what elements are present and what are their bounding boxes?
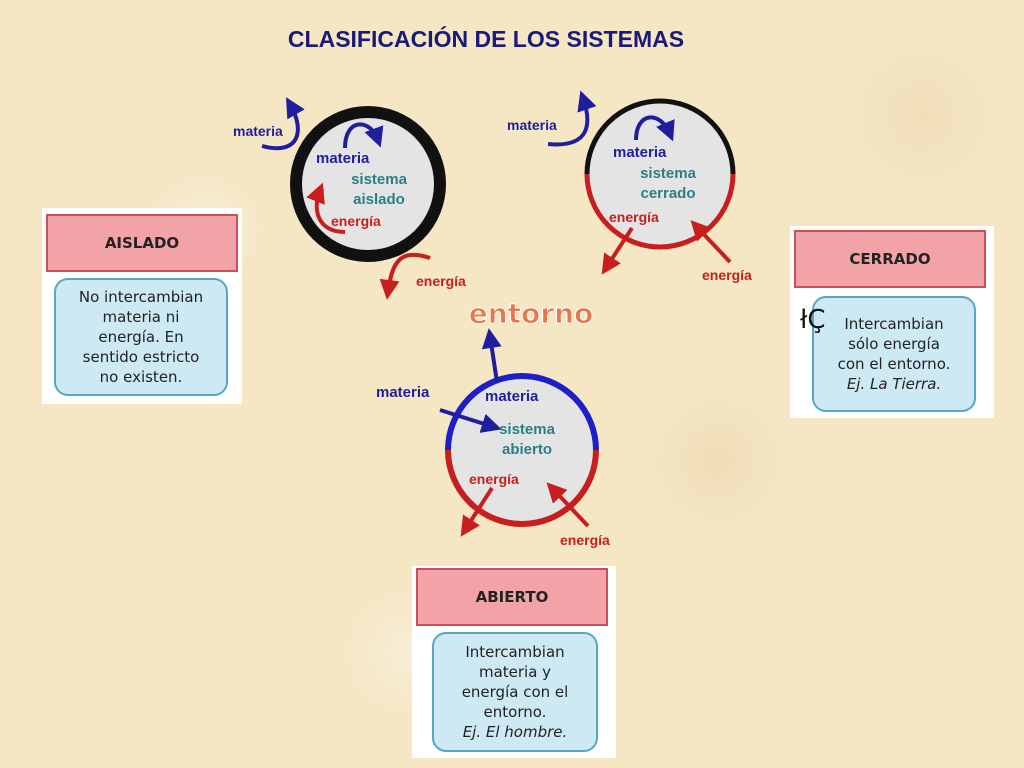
abierto-sistema-label: sistema xyxy=(499,421,556,438)
cerrado-boundary-bottom xyxy=(584,173,736,250)
aislado-materia-inner-arrow xyxy=(343,122,384,149)
card-aislado-line: No intercambian xyxy=(78,288,204,306)
abierto-materia-in-arrow xyxy=(439,408,502,433)
card-abierto-line: entorno. xyxy=(483,703,547,721)
aislado-energia-inner-arrow xyxy=(306,182,346,234)
card-aislado-line: sentido estricto xyxy=(82,348,200,366)
aislado-materia-outer-arrow xyxy=(261,97,305,150)
page-title: CLASIFICACIÓN DE LOS SISTEMAS xyxy=(287,26,685,52)
cerrado-boundary-top xyxy=(584,98,736,175)
cerrado-energia-out-label: energía xyxy=(609,209,659,225)
cerrado-materia-in-label: materia xyxy=(613,144,667,161)
abierto-energia-out-label: energía xyxy=(469,471,519,487)
card-abierto-example: Ej. El hombre. xyxy=(462,723,568,741)
abierto-materia-in-label: materia xyxy=(376,384,430,401)
cerrado-sistema-label: sistema xyxy=(640,165,697,182)
card-abierto-heading: ABIERTO xyxy=(416,568,608,626)
card-abierto-line: energía con el xyxy=(461,683,569,701)
aislado-energia-in-label: energía xyxy=(331,213,381,229)
system-cerrado: materia materia sistema cerrado energía … xyxy=(507,90,752,283)
abierto-materia-out-label: materia xyxy=(485,388,539,405)
cerrado-materia-inner-arrow xyxy=(634,115,675,142)
cerrado-materia-outer-arrow xyxy=(547,90,597,147)
card-abierto-line: materia y xyxy=(478,663,552,681)
abierto-boundary-bottom xyxy=(445,449,599,527)
card-aislado-line: energía. En xyxy=(98,328,184,346)
card-abierto-body: Intercambian materia y energía con el en… xyxy=(432,632,598,752)
card-abierto-line: Intercambian xyxy=(465,643,565,661)
abierto-boundary-top xyxy=(445,373,599,451)
card-aislado-line: no existen. xyxy=(99,368,183,386)
aislado-boundary xyxy=(290,106,446,262)
cerrado-energia-out-arrow xyxy=(601,226,634,275)
entorno-label: entorno xyxy=(469,297,594,330)
card-abierto: ABIERTO Intercambian materia y energía c… xyxy=(412,566,616,758)
stray-text: łÇ xyxy=(800,305,826,335)
aislado-energia-out-label: energía xyxy=(416,273,466,289)
card-cerrado-heading: CERRADO xyxy=(794,230,986,288)
aislado-energia-outer-arrow xyxy=(379,252,431,300)
card-cerrado-line: con el entorno. xyxy=(837,355,951,373)
cerrado-energia-in-label: energía xyxy=(702,267,752,283)
card-aislado: AISLADO No intercambian materia ni energ… xyxy=(42,208,242,404)
card-cerrado: CERRADO Intercambian sólo energía con el… xyxy=(790,226,994,418)
aislado-materia-in-label: materia xyxy=(316,150,370,167)
card-cerrado-line: Intercambian xyxy=(844,315,944,333)
abierto-energia-in-label: energía xyxy=(560,532,610,548)
system-aislado: materia materia sistema aislado energía … xyxy=(233,97,466,300)
card-aislado-body: No intercambian materia ni energía. En s… xyxy=(54,278,228,396)
system-abierto: materia materia sistema abierto energía … xyxy=(376,328,610,548)
card-cerrado-example: Ej. La Tierra. xyxy=(846,375,942,393)
abierto-energia-in-arrow xyxy=(546,482,590,528)
abierto-energia-out-arrow xyxy=(460,486,494,537)
cerrado-tipo-label: cerrado xyxy=(640,185,695,202)
abierto-tipo-label: abierto xyxy=(502,441,552,458)
card-cerrado-body: Intercambian sólo energía con el entorno… xyxy=(812,296,976,412)
aislado-tipo-label: aislado xyxy=(353,191,405,208)
aislado-materia-out-label: materia xyxy=(233,123,283,139)
card-aislado-line: materia ni xyxy=(102,308,180,326)
abierto-materia-out-arrow xyxy=(481,328,502,383)
cerrado-energia-in-arrow xyxy=(690,220,732,264)
card-aislado-heading: AISLADO xyxy=(46,214,238,272)
cerrado-fill xyxy=(587,101,733,247)
cerrado-materia-out-label: materia xyxy=(507,117,557,133)
card-cerrado-line: sólo energía xyxy=(848,335,940,353)
aislado-sistema-label: sistema xyxy=(351,171,408,188)
